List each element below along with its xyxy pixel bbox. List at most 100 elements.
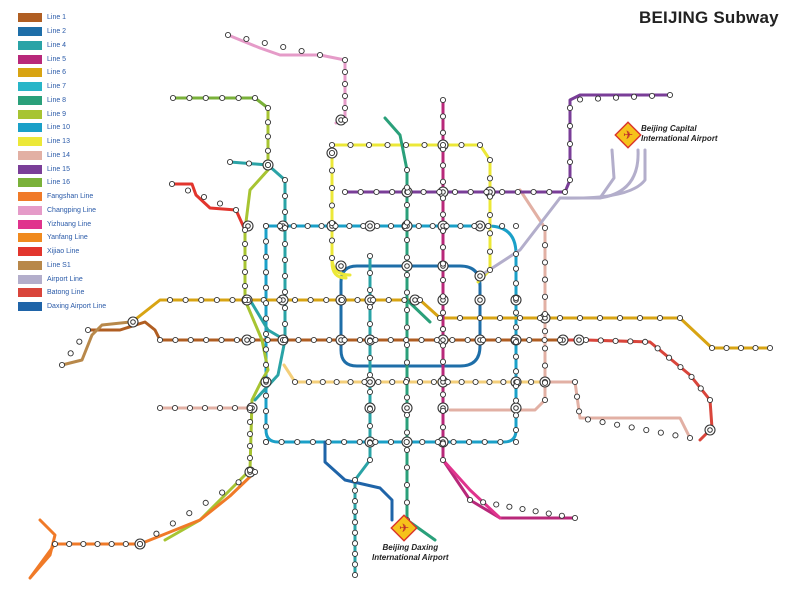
station-dot [526, 336, 533, 344]
station-dot [512, 309, 520, 316]
line-9 [163, 106, 270, 542]
station-dot [439, 456, 447, 464]
station-dot [66, 540, 73, 548]
station-dot [219, 489, 226, 496]
station-dot [295, 336, 302, 344]
legend-label: Line 9 [47, 110, 67, 118]
station-dot [403, 378, 410, 386]
station-dot [264, 119, 272, 126]
station-dot [541, 396, 549, 404]
xijiao-line [170, 182, 247, 232]
station-dot [403, 481, 411, 489]
station-dot [281, 240, 289, 248]
station-dot [262, 300, 270, 307]
station-dot [235, 479, 242, 486]
station-dot [246, 404, 254, 412]
station-dot [415, 222, 422, 230]
legend-label: Line 13 [47, 138, 70, 146]
station-dot [213, 296, 220, 304]
station-dot [341, 336, 348, 344]
station-dot [512, 412, 520, 419]
station-dot [566, 140, 574, 148]
station-dot [495, 336, 502, 344]
legend-swatch [18, 274, 42, 284]
station-dot [476, 141, 484, 149]
legend-swatch [18, 123, 42, 133]
station-dot [200, 193, 208, 201]
station-dot [597, 337, 604, 344]
station-dot [251, 468, 259, 476]
station-dot [403, 394, 411, 401]
station-dot [436, 314, 444, 322]
station-dot [354, 296, 361, 304]
line-10-loop [264, 224, 518, 444]
station-dot [666, 354, 673, 361]
station-dot [512, 438, 520, 446]
line-5 [441, 98, 577, 520]
station-dot [614, 421, 621, 428]
station-dot [323, 296, 330, 304]
station-dot [439, 244, 447, 251]
station-dot [67, 350, 74, 357]
station-dot [108, 540, 115, 548]
station-dot [198, 296, 205, 304]
station-dot [514, 378, 521, 386]
station-dot [436, 188, 443, 196]
station-dot [319, 378, 326, 386]
station-dot [262, 222, 270, 230]
station-dot [457, 222, 464, 230]
station-dot [512, 353, 520, 360]
station-dot [341, 188, 349, 196]
legend-label: Line 8 [47, 96, 67, 104]
station-dot [449, 336, 456, 344]
station-dot [249, 336, 256, 344]
station-dot [241, 240, 249, 248]
station-dot [366, 320, 374, 328]
station-dot [421, 141, 428, 149]
station-dot [599, 419, 606, 426]
legend-item: Xijiao Line [18, 245, 106, 259]
legend-swatch [18, 164, 42, 174]
legend-swatch [18, 13, 42, 23]
station-dot [582, 336, 590, 344]
legend-swatch [18, 82, 42, 92]
fangshan-line [28, 470, 257, 580]
station-dot [430, 378, 437, 386]
legend-item: Line 15 [18, 162, 106, 176]
station-dot [366, 371, 374, 379]
station-dot [439, 424, 447, 431]
station-dot [328, 149, 336, 157]
station-dot [481, 438, 488, 446]
station-dot [58, 361, 66, 369]
station-dot [439, 391, 447, 398]
station-dot [216, 200, 224, 207]
station-dot [403, 324, 411, 331]
legend-item: Line 9 [18, 107, 106, 121]
station-dot [365, 141, 373, 149]
legend-swatch [18, 68, 42, 78]
station-dot [499, 188, 506, 196]
station-dot [389, 378, 396, 386]
legend-swatch [18, 54, 42, 64]
station-dot [168, 180, 176, 188]
station-dot [486, 378, 493, 386]
station-dot [328, 219, 336, 227]
station-dot [186, 404, 194, 412]
station-dot [439, 358, 447, 365]
legend-swatch [18, 178, 42, 188]
station-dot [281, 176, 289, 184]
station-dot [500, 378, 507, 386]
station-dot [480, 499, 487, 506]
station-dot [384, 141, 391, 149]
station-dot [546, 188, 553, 196]
station-dot [366, 439, 374, 447]
station-dot [291, 378, 299, 386]
station-dot [450, 438, 457, 446]
station-dot [541, 336, 548, 344]
station-dot [262, 238, 270, 245]
station-dot [512, 397, 520, 404]
legend-swatch [18, 40, 42, 50]
station-dot [403, 184, 411, 191]
